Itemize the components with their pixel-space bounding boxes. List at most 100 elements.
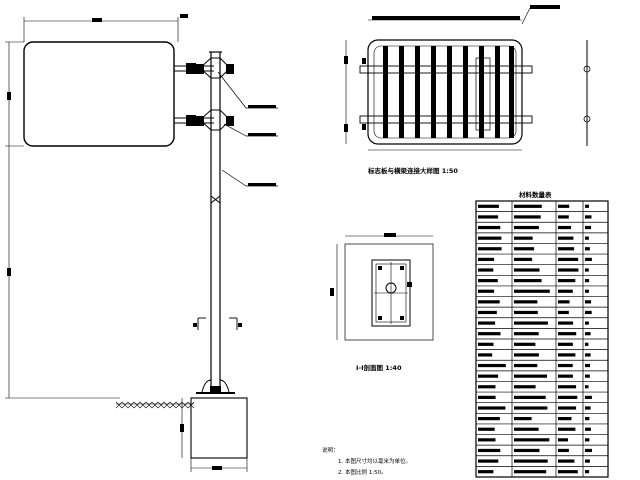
table-cell-text: [478, 310, 497, 315]
section-marks: [193, 317, 242, 330]
ground-line: [115, 401, 195, 409]
table-cell-text: [558, 353, 576, 357]
leader-callouts: [217, 71, 278, 187]
materials-table-title: 材料数量表: [518, 190, 552, 199]
table-cell-text: [478, 342, 494, 346]
cross-arms: [174, 63, 214, 126]
table-cell-text: [558, 374, 573, 378]
table-cell-text: [514, 353, 539, 357]
table-cell-text: [585, 374, 590, 378]
table-cell-text: [514, 236, 533, 240]
table-cell-text: [558, 268, 579, 272]
table-cell-text: [585, 300, 592, 304]
table-cell-text: [478, 395, 496, 399]
table-cell-text: [514, 438, 550, 442]
table-cell-text: [478, 470, 494, 474]
table-cell-text: [514, 215, 541, 219]
table-cell-text: [478, 438, 496, 442]
table-cell-text: [558, 448, 569, 453]
note-2: 2. 本图比例 1:50。: [338, 468, 387, 476]
table-cell-text: [585, 470, 590, 474]
table-cell-text: [514, 470, 547, 474]
table-cell-text: [478, 321, 496, 325]
table-cell-text: [558, 279, 576, 283]
table-cell-text: [514, 279, 542, 283]
table-cell-text: [514, 363, 538, 368]
table-cell-text: [558, 204, 570, 208]
table-cell-text: [558, 332, 577, 336]
table-cell-text: [514, 406, 548, 410]
table-cell-text: [478, 236, 502, 240]
table-cell-text: [585, 363, 590, 368]
table-cell-text: [478, 417, 500, 421]
table-cell-text: [478, 225, 501, 230]
table-cell-text: [585, 257, 592, 261]
table-cell-text: [585, 353, 591, 357]
table-cell-text: [585, 204, 589, 208]
table-cell-text: [478, 204, 499, 208]
table-cell-text: [558, 215, 569, 219]
table-cell-text: [478, 257, 495, 261]
table-cell-text: [558, 438, 568, 442]
table-cell-text: [585, 459, 590, 463]
table-cell-text: [558, 470, 578, 474]
table-cell-text: [558, 385, 577, 389]
table-cell-text: [478, 289, 495, 293]
table-cell-text: [478, 247, 502, 251]
table-cell-text: [558, 363, 573, 368]
table-cell-text: [585, 448, 592, 453]
table-cell-text: [558, 236, 574, 240]
sign-panel: [23, 41, 175, 147]
table-cell-text: [585, 427, 591, 431]
table-cell-text: [585, 225, 592, 230]
table-cell-text: [558, 459, 575, 463]
table-cell-text: [478, 374, 499, 378]
panel-connection-detail: [344, 5, 560, 151]
table-cell-text: [585, 342, 589, 346]
table-cell-text: [514, 300, 538, 304]
table-cell-text: [514, 321, 548, 325]
panel-detail-title: 标志板与横梁连接大样图 1:50: [367, 166, 458, 175]
table-cell-text: [514, 374, 547, 378]
table-cell-text: [558, 289, 573, 293]
table-cell-text: [514, 332, 539, 336]
table-cell-text: [558, 395, 578, 399]
table-cell-text: [558, 406, 577, 410]
table-cell-text: [514, 204, 542, 208]
table-cell-text: [478, 363, 506, 368]
table-cell-text: [514, 289, 550, 293]
table-cell-text: [478, 406, 506, 410]
table-cell-text: [585, 236, 589, 240]
note-1: 1. 本图尺寸均以毫米为单位。: [338, 457, 411, 465]
table-cell-text: [585, 406, 591, 410]
notes-heading: 说明：: [322, 446, 339, 454]
table-cell-text: [478, 427, 495, 431]
table-cell-text: [478, 448, 501, 453]
table-cell-text: [585, 215, 592, 219]
table-cell-text: [558, 427, 576, 431]
table-cell-text: [514, 385, 536, 389]
table-cell-text: [585, 395, 592, 399]
table-cell-text: [585, 321, 589, 325]
table-cell-text: [514, 417, 532, 421]
table-cell-text: [514, 257, 533, 261]
sign-elevation: [5, 14, 278, 472]
table-cell-text: [558, 300, 570, 304]
table-cell-text: [558, 417, 572, 421]
section-title: I-I剖面图 1:40: [356, 363, 402, 372]
table-cell-text: [478, 279, 498, 283]
table-cell-text: [478, 215, 499, 219]
panel-ribs: [383, 46, 514, 138]
table-cell-text: [558, 257, 579, 261]
table-cell-text: [478, 385, 496, 389]
table-cell-text: [585, 289, 589, 293]
table-cell-text: [585, 279, 590, 283]
table-cell-text: [514, 310, 538, 315]
table-cell-text: [558, 225, 571, 230]
materials-table: [475, 200, 609, 478]
table-cell-text: [585, 247, 590, 251]
table-cell-text: [558, 247, 575, 251]
table-cell-text: [514, 448, 540, 453]
foundation: [180, 397, 248, 472]
